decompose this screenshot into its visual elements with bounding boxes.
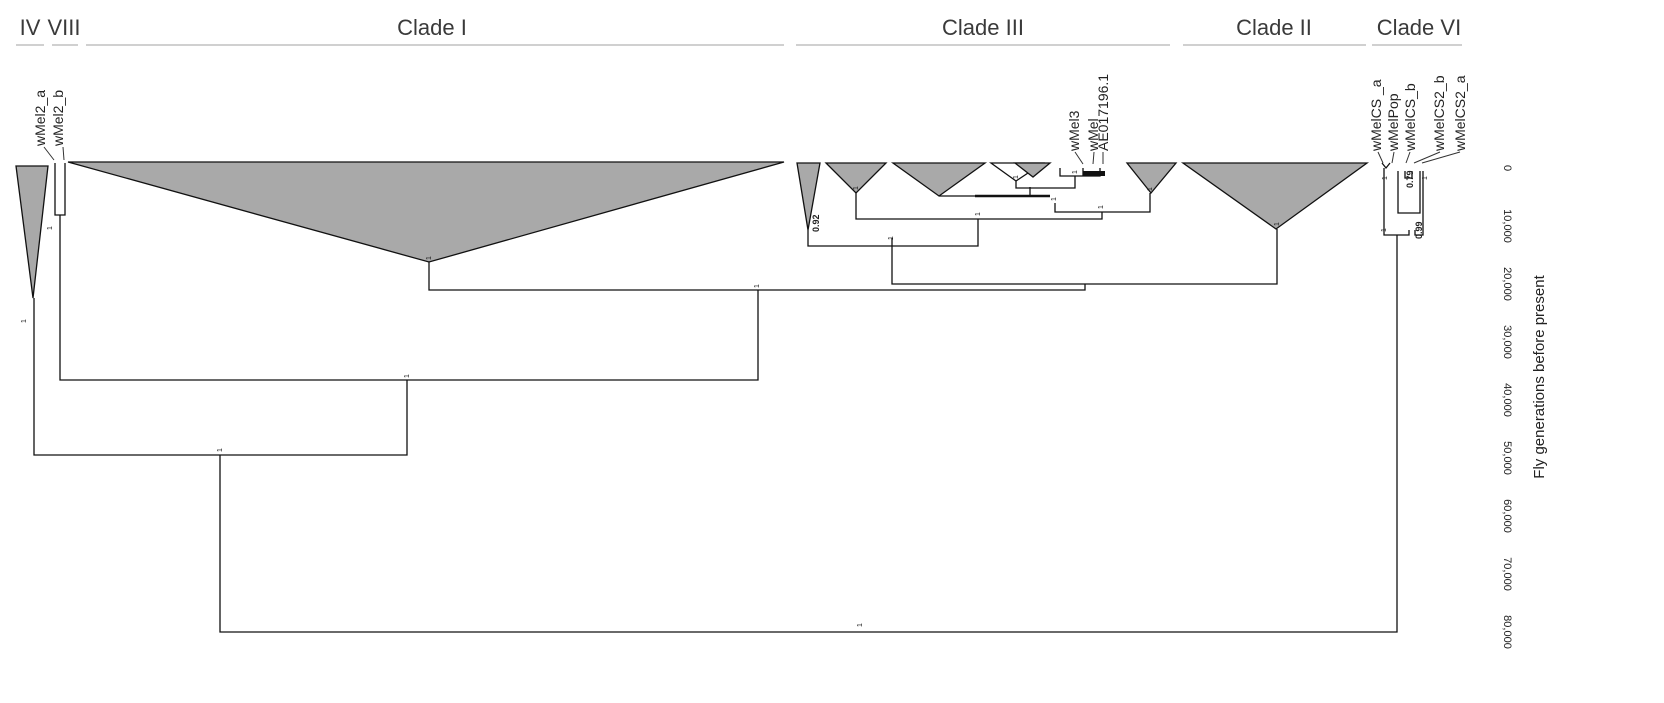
support-ci-ciii: 1 <box>754 284 761 288</box>
clade-iii-dense-block <box>1083 171 1105 176</box>
branch-clade-vi-tips <box>1404 171 1413 179</box>
axis-tick-60000: 60,000 <box>1501 499 1513 533</box>
tip-leaders <box>43 146 1461 165</box>
collapsed-clade-iii-c <box>890 162 988 197</box>
tip-wmelcs2-b: wMelCS2_b <box>1431 75 1447 152</box>
support-values: 1 1 1 1 1 1 1 1 1 1 1 1 1 1 1 1 1 1 1 0.… <box>21 170 1429 627</box>
tip-wmel2-a: wMel2_a <box>32 90 48 147</box>
clade-label-iv: IV <box>20 15 41 40</box>
branch-left-subtree <box>33 298 408 456</box>
collapsed-clade-i <box>67 161 785 263</box>
branch-clade-vi-inner <box>1397 171 1421 214</box>
support-ciii-inner-3: 1 <box>1051 197 1058 201</box>
branch-clade-iii-ii-join <box>891 229 1278 285</box>
tip-wmel3: wMel3 <box>1066 110 1082 152</box>
clade-label-iii: Clade III <box>942 15 1024 40</box>
branch-clade-vi-outer <box>1383 168 1410 236</box>
collapsed-clade-iii-a <box>796 162 821 231</box>
tree-branches <box>33 162 1424 633</box>
clade-label-ii: Clade II <box>1236 15 1312 40</box>
support-wmel2: 1 <box>47 226 54 230</box>
support-0-92: 0.92 <box>811 214 821 232</box>
tip-wmelcs-b: wMelCS_b <box>1402 83 1418 152</box>
branch-clade-iii-inner-3 <box>1054 193 1151 213</box>
clade-label-viii: VIII <box>47 15 80 40</box>
support-ciii-inner-1: 1 <box>975 212 982 216</box>
support-ciii-b: 1 <box>853 186 860 190</box>
collapsed-clade-ii <box>1180 162 1370 230</box>
collapsed-clades <box>15 161 1370 299</box>
support-vi-cs2: 1 <box>1422 176 1429 180</box>
axis-tick-80000: 80,000 <box>1501 615 1513 649</box>
branch-clade-iii-inner-1 <box>807 219 979 247</box>
axis-tick-50000: 50,000 <box>1501 441 1513 475</box>
clade-label-vi: Clade VI <box>1377 15 1461 40</box>
branch-ci-to-ciii-cii <box>428 262 1086 291</box>
support-ciii-f: 1 <box>1147 187 1154 191</box>
support-vi-outer: 1 <box>1381 228 1388 232</box>
support-left: 1 <box>217 448 224 452</box>
support-vi-cs: 1 <box>1382 176 1389 180</box>
support-0-79: 0.79 <box>1405 170 1415 188</box>
support-ciii-d: 1 <box>1013 175 1020 179</box>
branch-wmel2-pair <box>54 163 66 216</box>
axis-title: Fly generations before present <box>1531 274 1548 478</box>
time-axis: 0 10,000 20,000 30,000 40,000 50,000 60,… <box>1501 165 1548 649</box>
tip-ae017196: AE017196.1 <box>1095 74 1111 151</box>
branch-viii-to-ci-ciii <box>59 215 759 381</box>
branch-clade-iii-inner-5 <box>1015 176 1076 189</box>
axis-tick-70000: 70,000 <box>1501 557 1513 591</box>
axis-tick-20000: 20,000 <box>1501 267 1513 301</box>
support-viii-ci: 1 <box>404 374 411 378</box>
clade-label-i: Clade I <box>397 15 467 40</box>
support-ciii-wmel: 1 <box>1072 170 1079 174</box>
collapsed-clade-iv <box>15 165 49 299</box>
branch-clade-iii-inner-2 <box>855 193 1103 220</box>
axis-tick-30000: 30,000 <box>1501 325 1513 359</box>
collapsed-clade-iii-f <box>1125 162 1178 195</box>
branch-clade-vi-cs2 <box>1414 171 1424 236</box>
collapsed-clade-iii-e <box>1013 162 1052 178</box>
support-root: 1 <box>857 623 864 627</box>
branch-clade-vi-cs <box>1381 162 1391 170</box>
support-clade-ii: 1 <box>1274 222 1281 226</box>
tip-wmelcs-a: wMelCS _a <box>1368 79 1384 152</box>
tip-wmelcs2-a: wMelCS2_a <box>1452 75 1468 152</box>
tip-wmel: wMel <box>1085 118 1101 152</box>
tip-wmelpop: wMelPop <box>1385 93 1401 152</box>
tip-wmel2-b: wMel2_b <box>50 90 66 147</box>
support-ciii-cii: 1 <box>888 236 895 240</box>
support-ciii-inner-2: 1 <box>1098 205 1105 209</box>
support-iv: 1 <box>21 319 28 323</box>
support-0-99: 0.99 <box>1414 221 1424 239</box>
support-clade-i: 1 <box>426 256 433 260</box>
branch-root <box>219 235 1398 633</box>
axis-tick-40000: 40,000 <box>1501 383 1513 417</box>
collapsed-clade-iii-b <box>824 162 888 194</box>
axis-tick-0: 0 <box>1501 165 1513 171</box>
axis-tick-10000: 10,000 <box>1501 209 1513 243</box>
